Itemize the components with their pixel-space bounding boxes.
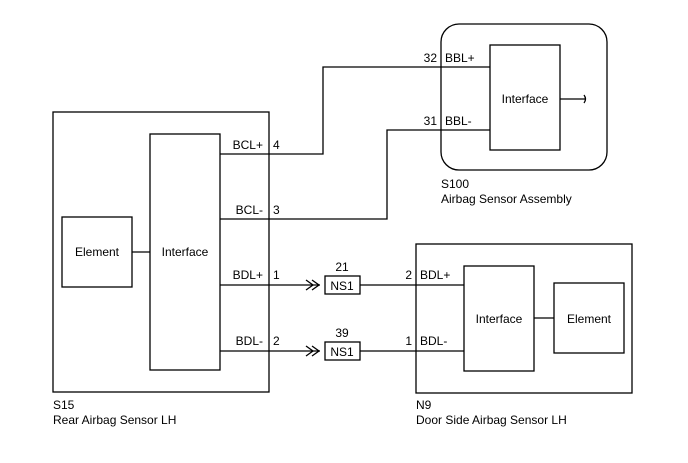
n9-pin-2: 2	[405, 268, 412, 282]
n9-interface-box	[463, 265, 535, 372]
s15-signal-bcl-plus: BCL+	[233, 138, 263, 152]
s15-pin-4: 4	[273, 138, 280, 152]
s15-signal-bcl-minus: BCL-	[236, 203, 263, 217]
wire-bcl-minus-to-bbl-minus	[220, 129, 490, 220]
n9-name: Door Side Airbag Sensor LH	[416, 413, 567, 427]
n9-interface-label: Interface	[476, 312, 523, 326]
s15-signal-bdl-minus: BDL-	[236, 334, 263, 348]
n9-signal-bdl-plus: BDL+	[420, 268, 450, 282]
s100-interface-box	[489, 44, 561, 151]
s100-interface-label: Interface	[502, 92, 549, 106]
n9-code: N9	[416, 398, 432, 412]
n9-pin-1: 1	[405, 334, 412, 348]
connector-chevron-icon	[311, 279, 321, 291]
s15-interface-box	[149, 133, 221, 371]
s15-pin-2: 2	[273, 334, 280, 348]
s100-terminal-icon	[583, 94, 587, 104]
connector-ns1-39-pin: 39	[335, 326, 349, 340]
s15-pin-1: 1	[273, 268, 280, 282]
s100-component-box	[440, 23, 608, 171]
wire-bcl-plus-to-bbl-plus	[220, 66, 490, 155]
s100-pin-31: 31	[424, 114, 438, 128]
n9-element-label: Element	[567, 312, 612, 326]
s15-element-box	[61, 216, 133, 288]
s15-signal-bdl-plus: BDL+	[233, 268, 263, 282]
s15-interface-label: Interface	[162, 245, 209, 259]
s15-pin-3: 3	[273, 203, 280, 217]
s100-pin-32: 32	[424, 51, 438, 65]
connector-ns1-39-label: NS1	[330, 345, 354, 359]
connector-chevron-icon	[305, 345, 315, 357]
s100-signal-bbl-plus: BBL+	[445, 51, 475, 65]
s15-element-label: Element	[75, 245, 120, 259]
connector-chevron-icon	[305, 279, 315, 291]
s100-code: S100	[441, 177, 469, 191]
connector-chevron-icon	[311, 345, 321, 357]
connector-ns1-21-pin: 21	[335, 260, 349, 274]
connector-ns1-21-label: NS1	[330, 279, 354, 293]
s15-code: S15	[53, 398, 75, 412]
s100-signal-bbl-minus: BBL-	[445, 114, 472, 128]
s15-name: Rear Airbag Sensor LH	[53, 413, 176, 427]
n9-element-box	[553, 282, 625, 354]
s100-name: Airbag Sensor Assembly	[441, 192, 572, 206]
n9-signal-bdl-minus: BDL-	[420, 334, 447, 348]
